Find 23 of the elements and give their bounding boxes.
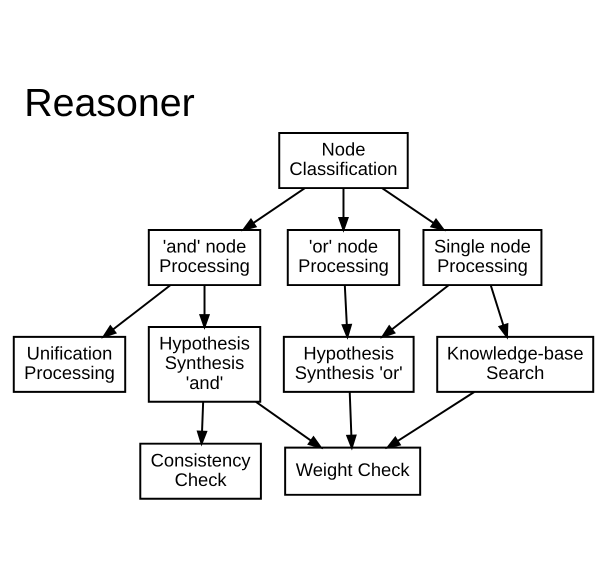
arrow	[338, 188, 349, 233]
arrow	[380, 284, 450, 339]
arrow	[196, 402, 208, 446]
node-box: Unification Processing	[12, 336, 126, 393]
diagram-title: Reasoner	[24, 80, 195, 125]
node-box: Single node Processing	[422, 229, 542, 286]
arrow	[385, 391, 475, 450]
arrow	[255, 401, 324, 450]
node-box: 'and' node Processing	[148, 229, 262, 286]
node-box: Node Classification	[278, 132, 409, 190]
node-box: Weight Check	[284, 446, 422, 496]
arrow	[241, 187, 306, 232]
node-box: Consistency Check	[139, 442, 262, 500]
node-box: Hypothesis Synthesis 'or'	[282, 336, 415, 393]
arrow	[341, 285, 352, 340]
arrow	[346, 392, 357, 450]
arrow	[101, 284, 172, 339]
arrow	[382, 187, 446, 232]
node-box: 'or' node Processing	[286, 229, 400, 286]
node-box: Knowledge-base Search	[436, 336, 594, 393]
arrow	[490, 284, 508, 340]
arrow	[199, 285, 210, 330]
node-box: Hypothesis Synthesis 'and'	[148, 326, 262, 403]
